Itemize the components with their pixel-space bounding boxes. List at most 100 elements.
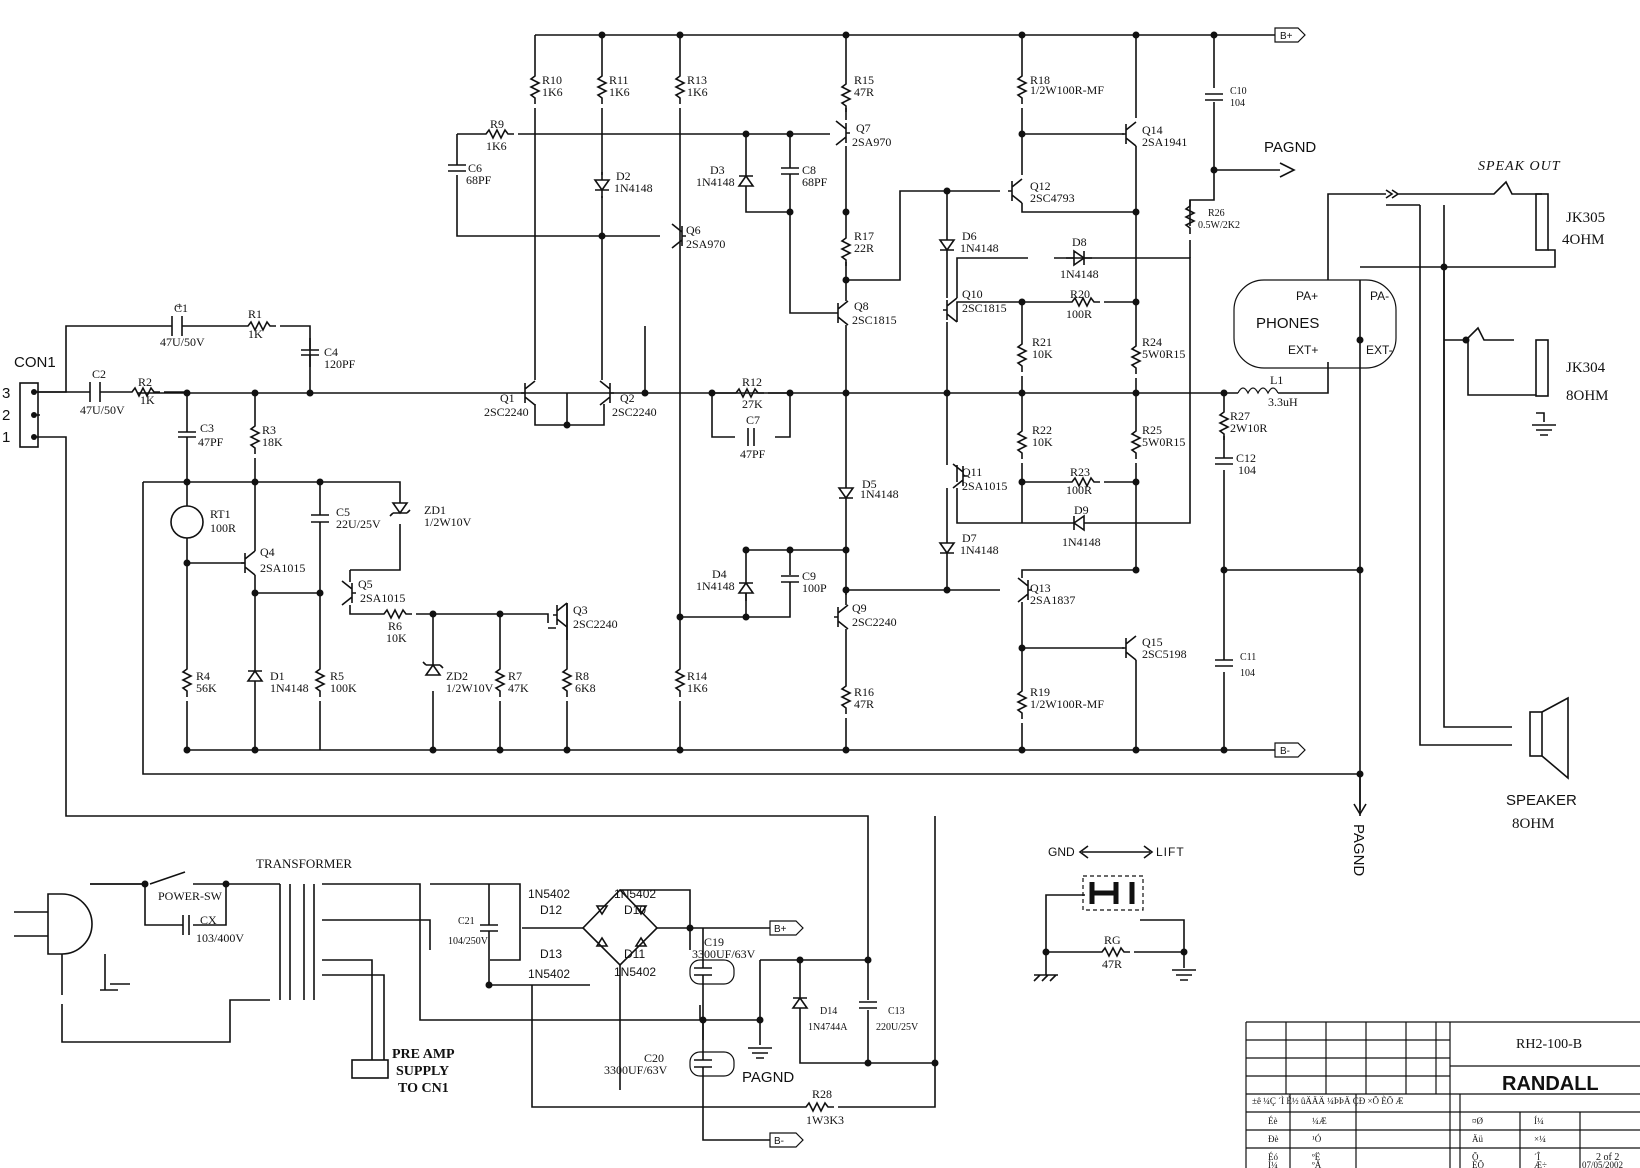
- c7-value: 47PF: [740, 447, 766, 461]
- title-cell-3-4: ´Î: [1534, 1152, 1540, 1162]
- q9-value: 2SC2240: [852, 615, 897, 629]
- c1-capacitor: +: [171, 299, 183, 336]
- q12-ref: Q12: [1030, 179, 1051, 193]
- title-cell-4-4: Æ÷: [1534, 1160, 1547, 1168]
- r21-ref: R21: [1032, 335, 1052, 349]
- r6-resistor: [377, 609, 413, 619]
- cx-ref: CX: [200, 913, 217, 927]
- cx-capacitor: [182, 915, 190, 935]
- r8-ref: R8: [575, 669, 589, 683]
- q2-ref: Q2: [620, 391, 635, 405]
- r16-resistor: [841, 679, 851, 715]
- pre-amp-connector: [351, 1059, 389, 1079]
- r7-value: 47K: [508, 681, 529, 695]
- c8-value: 68PF: [802, 175, 828, 189]
- jk304-jack: [1535, 339, 1549, 397]
- q4-ref: Q4: [260, 545, 275, 559]
- sheet-number: 2 of 2: [1596, 1152, 1619, 1163]
- title-cell-3-1: Éó: [1268, 1152, 1278, 1162]
- c13-value: 220U/25V: [876, 1022, 919, 1033]
- r28-resistor: [799, 1102, 835, 1112]
- rt1-ref: RT1: [210, 507, 231, 521]
- r14-value: 1K6: [687, 681, 708, 695]
- junction-dots: [141, 31, 1470, 1067]
- c19-capacitor: [689, 959, 735, 985]
- r16-ref: R16: [854, 685, 874, 699]
- r23-ref: R23: [1070, 465, 1090, 479]
- c5-ref: C5: [336, 505, 350, 519]
- r9-resistor: [479, 129, 515, 139]
- phones-jack-box: [1233, 279, 1397, 369]
- jk305-impedance: 4OHM: [1562, 232, 1605, 248]
- d14-value: 1N4744A: [808, 1022, 848, 1033]
- q4-transistor: [240, 550, 256, 576]
- r1-value: 1K: [248, 327, 263, 341]
- r18-value: 1/2W100R-MF: [1030, 83, 1104, 97]
- d8-ref: D8: [1072, 235, 1087, 249]
- r7-ref: R7: [508, 669, 522, 683]
- component-labels: C1 47U/50V R1 1K C4 120PF C2 47U/50V R2 …: [80, 73, 1298, 1127]
- q10-ref: Q10: [962, 287, 983, 301]
- bplus-label: B+: [1280, 31, 1293, 42]
- c12-value: 104: [1238, 463, 1256, 477]
- c7-ref: C7: [746, 413, 760, 427]
- bridge-rectifier: [581, 888, 659, 967]
- d6-ref: D6: [962, 229, 977, 243]
- r22-ref: R22: [1032, 423, 1052, 437]
- c4-ref: C4: [324, 345, 338, 359]
- c12-ref: C12: [1236, 451, 1256, 465]
- c3-ref: C3: [200, 421, 214, 435]
- d14-ref: D14: [820, 1006, 837, 1017]
- ground-lift-jumper[interactable]: [1082, 875, 1144, 911]
- title-cell-4-3: ÈÕ: [1472, 1160, 1484, 1168]
- c21-ref: C21: [458, 916, 475, 927]
- q5-ref: Q5: [358, 577, 373, 591]
- r26-value: 0.5W/2K2: [1198, 220, 1240, 231]
- r10-ref: R10: [542, 73, 562, 87]
- title-cell-1-1: Éè: [1268, 1116, 1278, 1126]
- transformer-label: TRANSFORMER: [256, 856, 352, 871]
- con1-pin2-label: 2: [2, 407, 10, 424]
- pagnd-top-label: PAGND: [1264, 139, 1316, 156]
- lift-label: LIFT: [1156, 845, 1185, 859]
- r2-ref: R2: [138, 375, 152, 389]
- r27-resistor: [1219, 405, 1229, 441]
- title-cell-1-3: ¤Ø: [1472, 1116, 1484, 1126]
- q8-transistor: [833, 300, 849, 326]
- title-cell-2-3: Äü: [1472, 1134, 1483, 1144]
- title-cell-2-2: ¹Ó: [1312, 1134, 1322, 1144]
- svg-text:+: +: [176, 299, 183, 313]
- c2-value: 47U/50V: [80, 403, 125, 417]
- r15-value: 47R: [854, 85, 874, 99]
- r11-value: 1K6: [609, 85, 630, 99]
- b-plus-port: [1274, 27, 1306, 43]
- d9-diode: [1065, 515, 1093, 531]
- r1-ref: R1: [248, 307, 262, 321]
- r25-resistor: [1131, 424, 1141, 460]
- r14-resistor: [675, 662, 685, 698]
- r22-value: 10K: [1032, 435, 1053, 449]
- zd2-zener: [422, 661, 444, 676]
- r21-resistor: [1017, 337, 1027, 373]
- q13-value: 2SA1837: [1030, 593, 1075, 607]
- con1-label: CON1: [14, 354, 56, 371]
- q11-value: 2SA1015: [962, 479, 1007, 493]
- drawing-date: 07/05/2002: [1582, 1160, 1623, 1168]
- q6-ref: Q6: [686, 223, 701, 237]
- r13-resistor: [675, 69, 685, 105]
- q9-ref: Q9: [852, 601, 867, 615]
- ac-plug-icon: [14, 883, 270, 1043]
- q3-transistor: [552, 602, 568, 628]
- transformer-icon: [279, 883, 701, 1079]
- con1-pin1-label: 1: [2, 429, 10, 446]
- c10-value: 104: [1230, 98, 1245, 109]
- r12-ref: R12: [742, 375, 762, 389]
- r4-ref: R4: [196, 669, 210, 683]
- d12-value: 1N5402: [528, 887, 570, 901]
- d2-diode: [594, 171, 610, 199]
- d14-zener: [792, 989, 808, 1017]
- q3-value: 2SC2240: [573, 617, 618, 631]
- r3-resistor: [250, 419, 260, 455]
- c5-value: 22U/25V: [336, 517, 381, 531]
